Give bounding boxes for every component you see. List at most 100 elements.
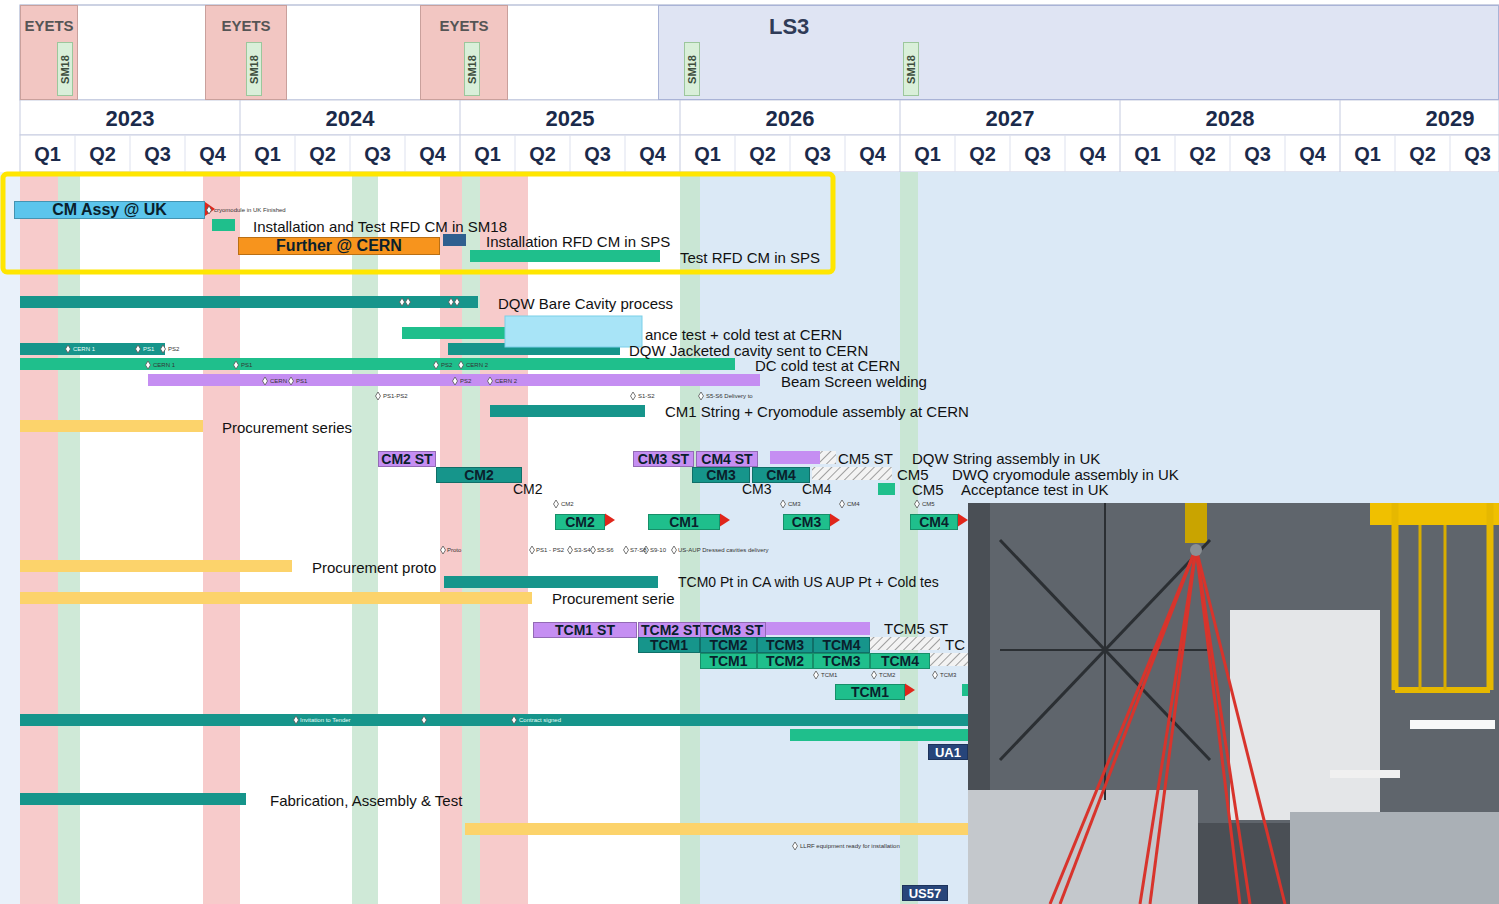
task-bar xyxy=(20,714,968,726)
milestone-diamond xyxy=(814,671,819,679)
gantt-bar: CM4 ST xyxy=(696,451,758,467)
overlay-box xyxy=(505,316,642,347)
photo-line xyxy=(1392,503,1399,690)
gantt-bar: CM2 ST xyxy=(378,451,436,467)
task-bar xyxy=(444,576,658,588)
bar-text: Further @ CERN xyxy=(276,238,402,254)
grid-line xyxy=(1120,100,1121,172)
sm18-tag: SM18 xyxy=(684,42,700,96)
task-bar xyxy=(20,560,292,572)
year-row xyxy=(20,100,1499,135)
task-bar xyxy=(465,823,968,835)
task-label: DC cold test at CERN xyxy=(755,358,900,373)
bar-text: CM1 xyxy=(669,515,699,529)
grid-line xyxy=(295,135,296,172)
gantt-bar: TCM4 xyxy=(870,653,930,669)
milestone-diamond xyxy=(488,377,493,385)
quarter-label: Q3 xyxy=(364,144,391,164)
task-label: Installation and Test RFD CM in SM18 xyxy=(253,219,507,234)
milestone-note: S7-S8 xyxy=(630,547,647,553)
photo-part xyxy=(1410,720,1495,729)
bar-text: UA1 xyxy=(935,746,961,759)
task-bar xyxy=(878,483,895,495)
milestone-note: PS2 xyxy=(168,346,179,352)
task-label: TCM0 Pt in CA with US AUP Pt + Cold tes xyxy=(678,575,939,589)
eyets-period: EYETSSM18 xyxy=(420,5,508,100)
milestone-note: CM3 xyxy=(788,501,801,507)
gantt-bar: TCM2 xyxy=(757,653,813,669)
task-label: TCM5 ST xyxy=(884,621,948,636)
milestone-note: CM2 xyxy=(561,501,574,507)
eyets-stripe xyxy=(480,172,528,904)
end-arrow xyxy=(958,514,968,527)
bar-text: TCM2 ST xyxy=(641,623,701,637)
milestone-note: PS1 xyxy=(296,378,307,384)
milestone-diamond xyxy=(672,546,677,554)
milestone-diamond xyxy=(161,345,166,353)
quarter-label: Q2 xyxy=(529,144,556,164)
hatched-bar xyxy=(812,467,892,480)
milestone-diamond xyxy=(568,546,573,554)
task-label: CM5 xyxy=(912,482,944,497)
task-bar xyxy=(443,234,466,246)
milestone-diamond xyxy=(136,345,141,353)
milestone-note: S9-10 xyxy=(650,547,666,553)
milestone-note: Invitation to Tender xyxy=(300,717,351,723)
task-label: ance test + cold test at CERN xyxy=(645,327,842,342)
photo-line xyxy=(1104,503,1106,800)
milestone-note: CM4 xyxy=(847,501,860,507)
milestone-note: TCM1 xyxy=(821,672,837,678)
task-label: Installation RFD CM in SPS xyxy=(486,234,670,249)
gantt-bar: CM4 xyxy=(752,467,810,483)
end-arrow xyxy=(905,684,915,697)
milestone-note: CM5 xyxy=(922,501,935,507)
quarter-label: Q3 xyxy=(584,144,611,164)
bar-text: TCM4 xyxy=(881,654,919,668)
quarter-label: Q2 xyxy=(749,144,776,164)
quarter-label: Q4 xyxy=(1299,144,1326,164)
gantt-bar: TCM2 xyxy=(700,637,757,653)
ls3-ground xyxy=(680,172,1499,904)
task-bar xyxy=(962,684,968,696)
milestone-note: S5-S6 xyxy=(597,547,614,553)
milestone-diamond xyxy=(840,500,845,508)
left-strip xyxy=(0,172,20,904)
milestone-note: PS1 - PS2 xyxy=(536,547,564,553)
milestone-note: cryomodule in UK Finished xyxy=(214,207,286,213)
task-label: Procurement series xyxy=(222,420,352,435)
quarter-row xyxy=(20,135,1499,172)
task-bar xyxy=(20,296,478,308)
sm18-tag: SM18 xyxy=(246,42,262,96)
bar-text: CM4 ST xyxy=(701,452,752,466)
grid-line xyxy=(570,135,571,172)
quarter-label: Q2 xyxy=(1409,144,1436,164)
milestone-diamond xyxy=(591,546,596,554)
photo-part xyxy=(1185,503,1207,543)
grid-line xyxy=(1395,135,1396,172)
task-label: CM4 xyxy=(802,482,832,496)
milestone-note: PS2 xyxy=(441,362,452,368)
quarter-label: Q1 xyxy=(914,144,941,164)
task-bar xyxy=(212,219,235,231)
milestone-note: CERN 1 xyxy=(153,362,175,368)
gantt-bar: CM3 xyxy=(692,467,750,483)
grid-line xyxy=(515,135,516,172)
milestone-note: LLRF equipment ready for installation xyxy=(800,843,900,849)
bar-text: TCM3 xyxy=(822,654,860,668)
quarter-label: Q4 xyxy=(199,144,226,164)
quarter-label: Q1 xyxy=(474,144,501,164)
hatched-bar xyxy=(870,637,940,650)
end-arrow xyxy=(205,202,215,216)
body-ground xyxy=(20,172,1499,904)
milestone-diamond xyxy=(289,377,294,385)
quarter-label: Q4 xyxy=(1079,144,1106,164)
task-bar xyxy=(148,374,760,386)
gantt-bar: TCM3 xyxy=(813,653,870,669)
gantt-bar: CM2 xyxy=(436,467,522,483)
quarter-label: Q4 xyxy=(639,144,666,164)
bar-text: SM18 xyxy=(906,55,917,84)
year-label: 2027 xyxy=(986,108,1035,130)
eyets-period: EYETSSM18 xyxy=(205,5,287,100)
grid-line xyxy=(350,135,351,172)
grid-line xyxy=(1175,135,1176,172)
